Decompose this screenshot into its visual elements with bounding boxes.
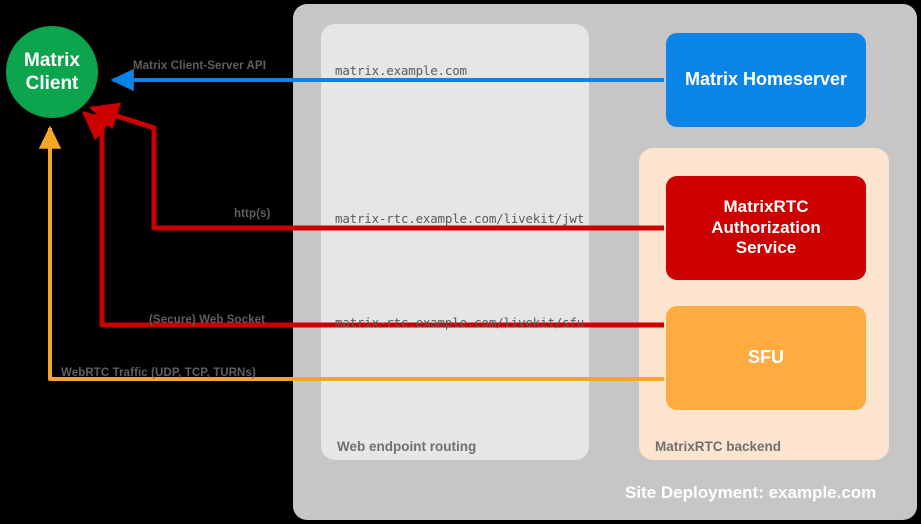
matrixrtc-auth-service-node[interactable] xyxy=(666,176,866,280)
edge-label-webrtc: WebRTC Traffic (UDP, TCP, TURNs) xyxy=(61,367,256,379)
endpoint-label-jwt: matrix-rtc.example.com/livekit/jwt xyxy=(335,211,585,226)
matrix-client-node[interactable] xyxy=(6,26,98,118)
web-endpoint-routing-caption: Web endpoint routing xyxy=(337,439,477,454)
edge-label-jwt: http(s) xyxy=(234,208,271,220)
web-endpoint-routing-panel xyxy=(321,24,589,460)
sfu-node[interactable] xyxy=(666,306,866,410)
edge-websocket-line xyxy=(81,111,664,328)
site-deployment-caption: Site Deployment: example.com xyxy=(625,483,877,502)
matrixrtc-backend-caption: MatrixRTC backend xyxy=(655,439,782,454)
edge-webrtc-line xyxy=(38,125,664,381)
edge-label-cs-api: Matrix Client-Server API xyxy=(133,60,266,72)
edge-label-websocket: (Secure) Web Socket xyxy=(149,314,266,326)
edge-jwt-line xyxy=(89,102,664,231)
matrix-homeserver-node[interactable] xyxy=(666,33,866,127)
endpoint-label-websocket: matrix-rtc.example.com/livekit/sfu xyxy=(335,315,585,330)
endpoint-label-cs-api: matrix.example.com xyxy=(335,63,467,78)
